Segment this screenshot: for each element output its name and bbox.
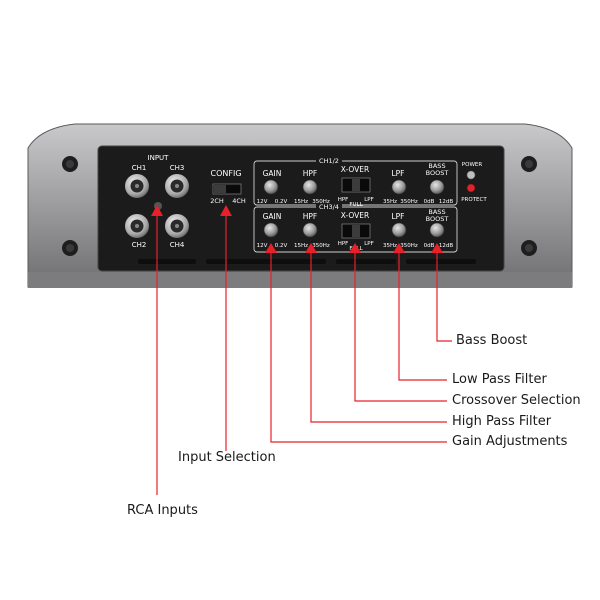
- row1-channel-tag: CH1/2: [319, 157, 339, 165]
- arrow-icon-high-pass: [305, 243, 317, 253]
- input-label: INPUT: [148, 154, 170, 162]
- lpf-knob-ch12[interactable]: [391, 179, 407, 195]
- bass-min-ch12: 0dB: [424, 199, 435, 205]
- controls-row-1: [253, 160, 458, 206]
- power-led-icon: [466, 170, 476, 180]
- config-switch[interactable]: [212, 183, 242, 195]
- gain-max-ch12: 0.2V: [275, 199, 288, 205]
- xover-full-ch12: FULL: [349, 202, 363, 208]
- lpf-knob-ch34[interactable]: [391, 222, 407, 238]
- rca-jack-ch4[interactable]: [165, 214, 189, 238]
- gain-knob-ch34[interactable]: [263, 222, 279, 238]
- leader-bass-boost: [436, 253, 452, 342]
- rca-jack-ch2[interactable]: [125, 214, 149, 238]
- gain-min-ch12: 12V: [257, 199, 268, 205]
- ch2-label: CH2: [132, 241, 147, 249]
- lpf-label-2: LPF: [391, 212, 404, 221]
- protect-label: PROTECT: [461, 197, 487, 203]
- callout-gain-adjustments: Gain Adjustments: [452, 434, 568, 449]
- callout-high-pass-filter: High Pass Filter: [452, 414, 552, 429]
- screw-icon: [62, 156, 537, 256]
- bass-boost-label-2-line2: BOOST: [426, 215, 449, 223]
- bass-boost-label-line1: BASS: [428, 162, 445, 170]
- hpf-label-2: HPF: [303, 212, 317, 221]
- xover-hpf-ch12: HPF: [338, 197, 349, 203]
- rca-jack-ch1[interactable]: [125, 174, 149, 198]
- xover-lpf-ch12: LPF: [364, 197, 374, 203]
- bass-max-ch12: 12dB: [439, 199, 453, 205]
- bass-max-ch34: 12dB: [439, 243, 453, 249]
- leader-gain: [270, 253, 447, 443]
- lpf-max-ch12: 350Hz: [400, 199, 418, 205]
- arrow-icons: [151, 205, 443, 253]
- callout-low-pass-filter: Low Pass Filter: [452, 372, 547, 387]
- config-4ch-label: 4CH: [232, 197, 246, 205]
- leader-high-pass: [310, 253, 447, 423]
- xover-lpf-ch34: LPF: [364, 241, 374, 247]
- gain-min-ch34: 12V: [257, 243, 268, 249]
- hpf-label: HPF: [303, 169, 317, 178]
- hpf-max-ch34: 350Hz: [312, 243, 330, 249]
- arrow-icon-input-selection: [220, 205, 232, 216]
- arrow-icon-bass-boost: [431, 243, 443, 253]
- row2-channel-tag: CH3/4: [319, 203, 339, 211]
- arrow-icon-low-pass: [393, 243, 405, 253]
- ch3-label: CH3: [170, 164, 185, 172]
- callout-crossover-selection: Crossover Selection: [452, 393, 581, 408]
- gain-knob-ch12[interactable]: [263, 179, 279, 195]
- arrow-icon-gain: [265, 243, 277, 253]
- lpf-max-ch34: 350Hz: [400, 243, 418, 249]
- hpf-min-ch12: 15Hz: [294, 199, 308, 205]
- arrow-icon-crossover: [349, 243, 361, 253]
- callout-bass-boost: Bass Boost: [456, 333, 528, 348]
- bass-boost-knob-ch12[interactable]: [429, 179, 445, 195]
- leader-crossover: [354, 253, 447, 402]
- hpf-max-ch12: 350Hz: [312, 199, 330, 205]
- bass-boost-label-2-line1: BASS: [428, 208, 445, 216]
- callout-input-selection: Input Selection: [178, 450, 276, 465]
- hpf-knob-ch12[interactable]: [302, 179, 318, 195]
- gain-label: GAIN: [263, 169, 282, 178]
- lpf-min-ch34: 35Hz: [383, 243, 397, 249]
- xover-hpf-ch34: HPF: [338, 241, 349, 247]
- bass-min-ch34: 0dB: [424, 243, 435, 249]
- ch1-label: CH1: [132, 164, 147, 172]
- protect-led-icon: [466, 183, 476, 193]
- hpf-min-ch34: 15Hz: [294, 243, 308, 249]
- config-2ch-label: 2CH: [210, 197, 224, 205]
- gain-max-ch34: 0.2V: [275, 243, 288, 249]
- config-label: CONFIG: [210, 169, 241, 178]
- lpf-min-ch12: 35Hz: [383, 199, 397, 205]
- xover-label-2: X-OVER: [341, 211, 370, 220]
- leader-lines: [156, 216, 452, 495]
- hpf-knob-ch34[interactable]: [302, 222, 318, 238]
- callout-rca-inputs: RCA Inputs: [127, 503, 198, 518]
- bass-boost-label-line2: BOOST: [426, 169, 449, 177]
- gain-label-2: GAIN: [263, 212, 282, 221]
- rca-jack-ch3[interactable]: [165, 174, 189, 198]
- leader-low-pass: [398, 253, 447, 381]
- ch4-label: CH4: [170, 241, 185, 249]
- lpf-label: LPF: [391, 169, 404, 178]
- power-label: POWER: [462, 162, 483, 168]
- bass-boost-knob-ch34[interactable]: [429, 222, 445, 238]
- arrow-icon-rca-inputs: [151, 205, 163, 216]
- xover-label: X-OVER: [341, 165, 370, 174]
- control-panel: [97, 145, 505, 272]
- vent-slots: [138, 259, 476, 264]
